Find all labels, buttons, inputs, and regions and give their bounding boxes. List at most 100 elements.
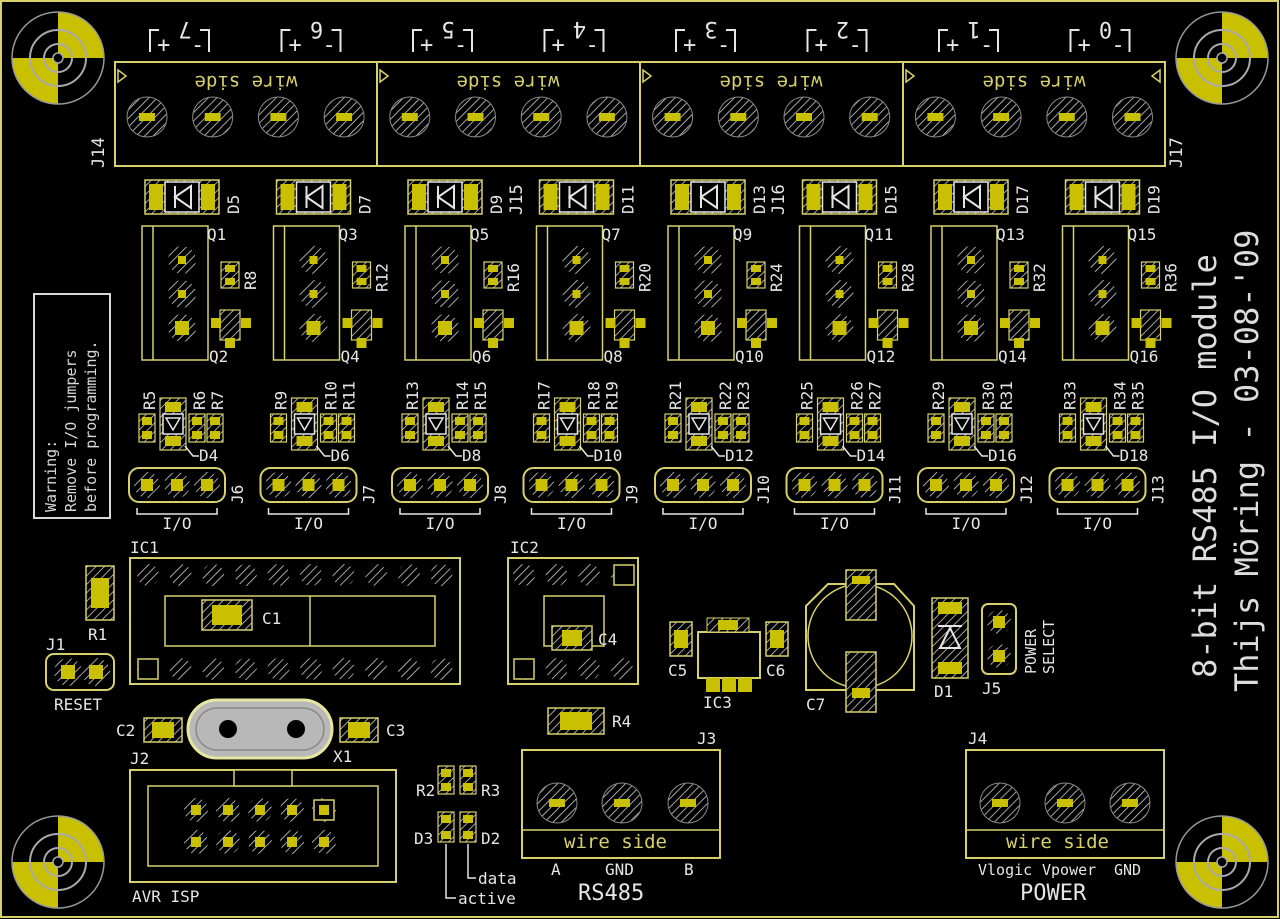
indicator-led: D16 [948, 397, 1017, 465]
svg-text:wire side: wire side [1006, 831, 1109, 853]
screw-terminal-pad [389, 96, 431, 138]
screw-terminal-pad [849, 96, 891, 138]
svg-text:J1: J1 [46, 635, 65, 654]
svg-text:R1: R1 [88, 625, 107, 644]
svg-text:I/O: I/O [557, 514, 586, 533]
svg-text:R8: R8 [241, 271, 260, 290]
svg-text:C2: C2 [116, 721, 135, 740]
base-resistor: R36 [1140, 261, 1181, 292]
power-transistor: Q9 [667, 225, 752, 361]
svg-text:C1: C1 [262, 609, 281, 628]
board-title: 8-bit RS485 I/O module [1186, 254, 1224, 678]
svg-text:R20: R20 [636, 263, 655, 292]
indicator-led: D8 [422, 397, 481, 465]
screw-terminal-pad [126, 96, 168, 138]
svg-text:J5: J5 [982, 679, 1001, 698]
svg-text:Q15: Q15 [1128, 225, 1157, 244]
svg-text:D19: D19 [1145, 185, 1164, 214]
svg-text:R28: R28 [899, 263, 918, 292]
base-resistor: R32 [1009, 261, 1049, 292]
svg-text:IC3: IC3 [703, 693, 732, 712]
svg-text:I/O: I/O [820, 514, 849, 533]
svg-text:C3: C3 [386, 721, 405, 740]
screw-terminal-pad [520, 96, 562, 138]
driver-transistor: Q12 [867, 309, 909, 366]
svg-text:R6: R6 [190, 391, 209, 410]
svg-text:D17: D17 [1013, 185, 1032, 214]
svg-text:X1: X1 [333, 747, 352, 766]
power-select-jumper-j5: J5 POWER SELECT [981, 603, 1058, 698]
resistor-r1: R1 [85, 565, 115, 644]
svg-text:D15: D15 [882, 185, 901, 214]
warning-box: Warning: Remove I/O jumpers before progr… [33, 293, 111, 519]
ic2-label: IC2 [510, 538, 539, 557]
svg-text:R31: R31 [997, 381, 1016, 410]
power-transistor: Q11 [798, 225, 893, 361]
connector-label-j17: J17 [1167, 137, 1187, 168]
flyback-diode: D15 [801, 179, 901, 215]
avr-isp-label: AVR ISP [132, 887, 199, 906]
power-transistor: Q15 [1061, 225, 1157, 361]
reset-jumper-j1: J1 RESET [45, 635, 115, 714]
svg-text:POWER: POWER [1022, 628, 1040, 674]
svg-text:D7: D7 [356, 195, 375, 214]
svg-text:R5: R5 [140, 391, 159, 410]
mounting-hole-top-left [11, 11, 105, 105]
svg-text:Q4: Q4 [341, 347, 360, 366]
indicator-led: D18 [1079, 397, 1149, 465]
svg-text:R15: R15 [471, 381, 490, 410]
channel-number: 2 [836, 16, 849, 41]
svg-text:R3: R3 [481, 781, 500, 800]
data-led-label: data [478, 869, 517, 888]
driver-transistor: Q4 [341, 309, 383, 366]
wire-side-label: wire side [195, 71, 298, 93]
svg-text:J12: J12 [1017, 475, 1036, 504]
svg-text:D5: D5 [224, 195, 243, 214]
svg-text:R2: R2 [416, 781, 435, 800]
svg-text:C5: C5 [668, 661, 687, 680]
capacitor-c6: C6 [765, 621, 789, 680]
screw-terminal-pad [717, 96, 759, 138]
flyback-diode: D9 [407, 179, 506, 215]
board-author-date: Thijs Möring - 03-08-'09 [1228, 230, 1266, 692]
svg-text:J13: J13 [1149, 475, 1168, 504]
svg-text:Q13: Q13 [996, 225, 1025, 244]
svg-text:Q10: Q10 [735, 347, 764, 366]
svg-text:R10: R10 [322, 381, 341, 410]
mounting-hole-bottom-left [11, 815, 105, 909]
flyback-diode: D17 [933, 179, 1032, 215]
base-resistor: R8 [220, 261, 260, 290]
polarity-marker: +-5 [412, 16, 473, 58]
svg-text:R27: R27 [866, 381, 885, 410]
polarity-marker: +-4 [543, 16, 605, 58]
io-jumper: J8I/O [391, 467, 510, 533]
status-leds: R2 R3 D3 D2 data active [414, 765, 517, 908]
svg-text:J10: J10 [754, 475, 773, 504]
svg-text:D18: D18 [1120, 446, 1149, 465]
svg-text:D2: D2 [481, 829, 500, 848]
wire-side-label: wire side [983, 71, 1086, 93]
svg-text:R7: R7 [208, 391, 227, 410]
svg-text:Q5: Q5 [470, 225, 489, 244]
mounting-hole-top-right [1175, 11, 1269, 105]
svg-text:R19: R19 [603, 381, 622, 410]
svg-text:I/O: I/O [1083, 514, 1112, 533]
channel-number: 1 [967, 16, 980, 41]
svg-text:-: - [454, 33, 467, 58]
indicator-led: D12 [685, 397, 754, 465]
base-resistor: R24 [746, 261, 786, 292]
io-jumper: J7I/O [259, 467, 379, 533]
